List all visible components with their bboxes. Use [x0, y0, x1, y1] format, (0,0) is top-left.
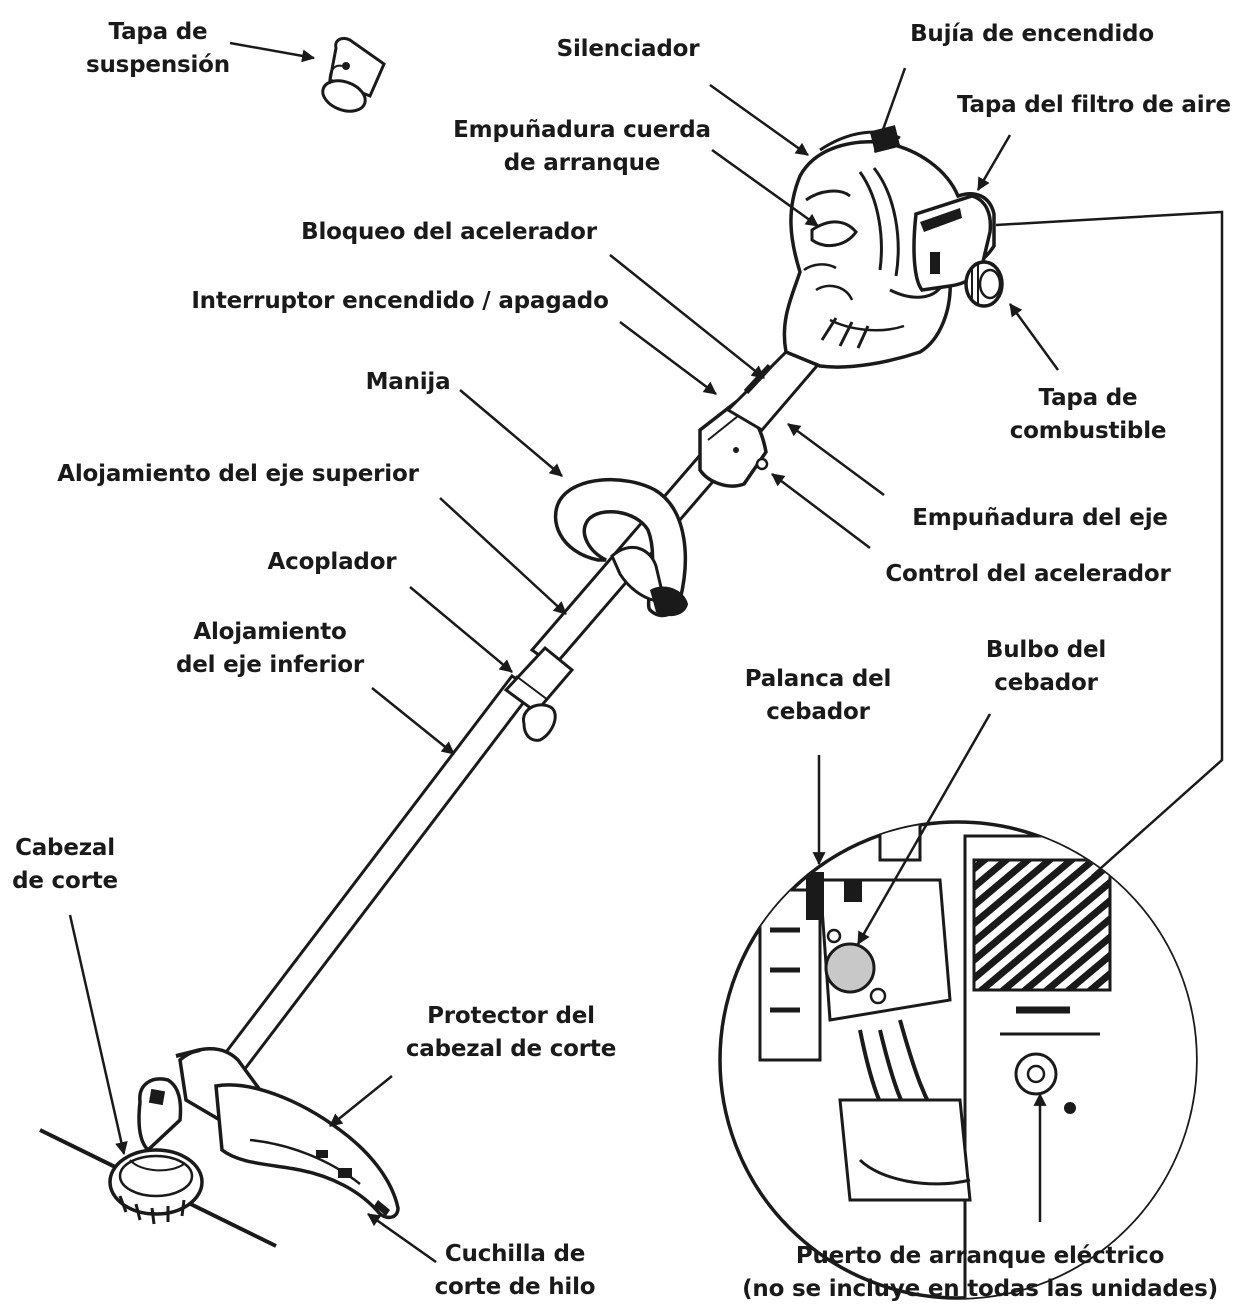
label-starter-rope-grip: Empuñadura cuerda de arranque: [453, 117, 711, 176]
label-primer-bulb: Bulbo del cebador: [985, 637, 1107, 696]
label-line-cutter-blade: Cuchilla de corte de hilo: [434, 1241, 596, 1300]
label-cutting-head: Cabezal de corte: [12, 835, 118, 894]
engine: [782, 125, 1004, 369]
label-choke-lever: Palanca del cebador: [744, 666, 892, 725]
label-throttle-lock: Bloqueo del acelerador: [301, 219, 597, 245]
label-electric-start-port: Puerto de arranque eléctrico (no se incl…: [742, 1243, 1218, 1302]
label-spark-plug: Bujía de encendido: [910, 21, 1154, 47]
label-coupler: Acoplador: [267, 549, 397, 575]
leader-arrows: [68, 41, 1060, 1264]
trimmer-head-assembly: [39, 1047, 400, 1248]
coupler: [503, 645, 575, 742]
primer-zoom-callout: [718, 210, 1224, 1300]
label-cutting-head-guard: Protector del cabezal de corte: [405, 1003, 617, 1062]
label-on-off-switch: Interruptor encendido / apagado: [191, 288, 609, 314]
label-shaft-grip: Empuñadura del eje: [912, 505, 1168, 531]
hanger-cap: [321, 36, 386, 113]
label-fuel-cap: Tapa de combustible: [1009, 385, 1167, 444]
loop-handle: [553, 477, 688, 618]
label-handle: Manija: [365, 369, 451, 395]
rear-handle: [698, 342, 824, 488]
label-hanger-cap: Tapa de suspensión: [86, 19, 230, 78]
label-throttle-control: Control del acelerador: [885, 561, 1171, 587]
label-upper-shaft-housing: Alojamiento del eje superior: [57, 461, 419, 487]
label-lower-shaft-housing: Alojamiento del eje inferior: [175, 619, 365, 678]
label-air-filter-cover: Tapa del filtro de aire: [957, 92, 1231, 118]
label-muffler: Silenciador: [556, 36, 700, 62]
